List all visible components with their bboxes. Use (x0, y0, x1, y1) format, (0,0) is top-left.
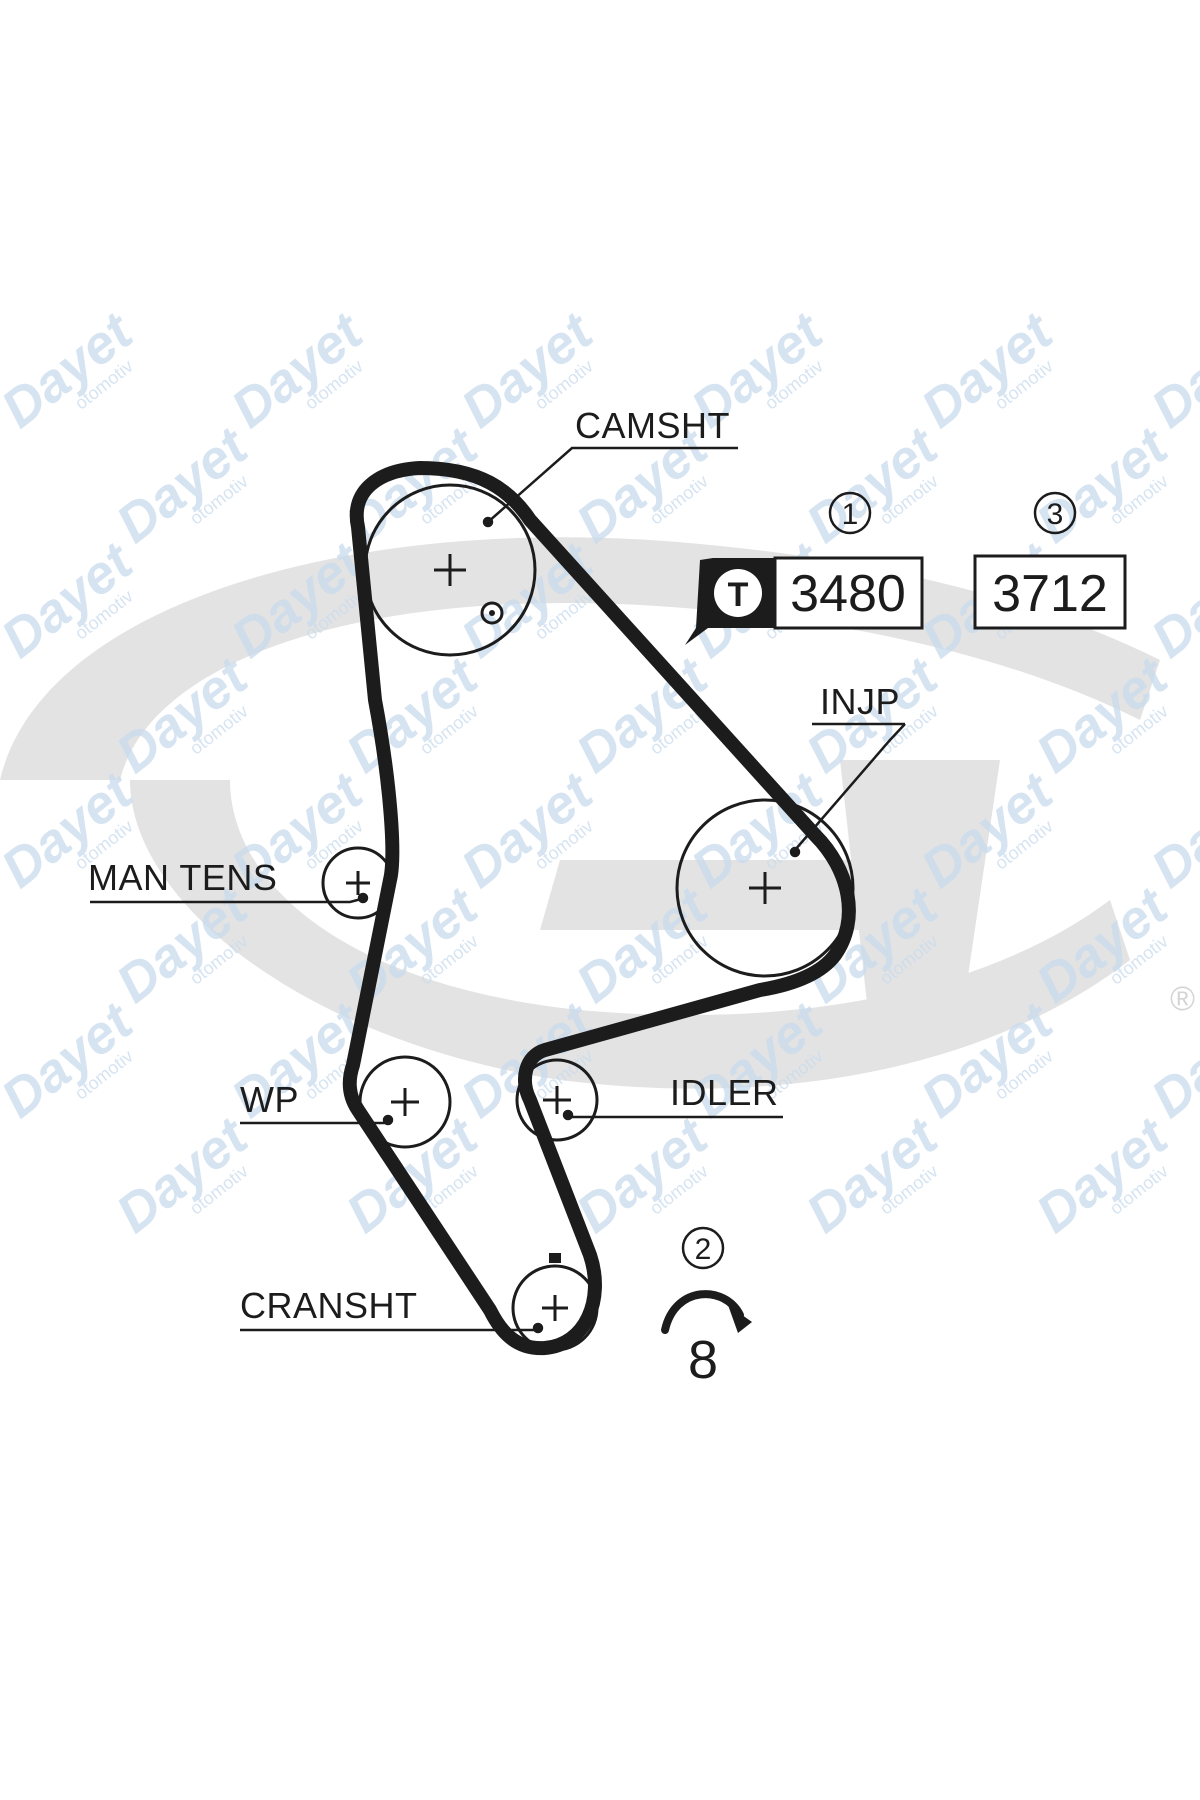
svg-text:Dayet: Dayet (1140, 760, 1200, 899)
label-camshaft: CAMSHT (575, 405, 730, 446)
svg-text:Dayet: Dayet (1140, 530, 1200, 669)
reference-note-1: 1 (828, 491, 872, 535)
part-box-3712: 3712 (973, 554, 1127, 630)
rotation-arrow-icon (661, 1290, 752, 1334)
water-pump-pulley (358, 1055, 452, 1149)
idler-pulley (515, 1058, 599, 1142)
svg-text:T: T (728, 576, 749, 614)
part-number-3712: 3712 (992, 565, 1108, 623)
svg-text:3: 3 (1047, 498, 1064, 531)
label-water-pump: WP (240, 1079, 299, 1120)
label-injection-pump: INJP (820, 681, 900, 722)
manual-tensioner-pulley (321, 846, 395, 920)
rotation-value: 8 (688, 1330, 718, 1390)
leader-lines (90, 446, 906, 1334)
timing-mark-icon (480, 601, 504, 625)
part-number-3480: 3480 (790, 565, 906, 623)
reference-note-3: 3 (1033, 491, 1077, 535)
tool-part-box: T 3480 (685, 556, 924, 645)
injection-pump-pulley (675, 798, 855, 978)
svg-text:Dayet: Dayet (1140, 300, 1200, 439)
svg-text:2: 2 (695, 1233, 712, 1266)
label-crankshaft: CRANSHT (240, 1285, 418, 1326)
label-manual-tensioner: MAN TENS (88, 857, 277, 898)
tool-icon (714, 569, 762, 617)
camshaft-pulley (363, 483, 537, 657)
timing-belt (342, 461, 856, 1356)
reference-note-2: 2 (681, 1226, 725, 1270)
crankshaft-pulley (511, 1253, 599, 1352)
svg-text:1: 1 (842, 498, 859, 531)
label-idler: IDLER (670, 1072, 779, 1113)
registered-mark: ® (1170, 980, 1195, 1018)
